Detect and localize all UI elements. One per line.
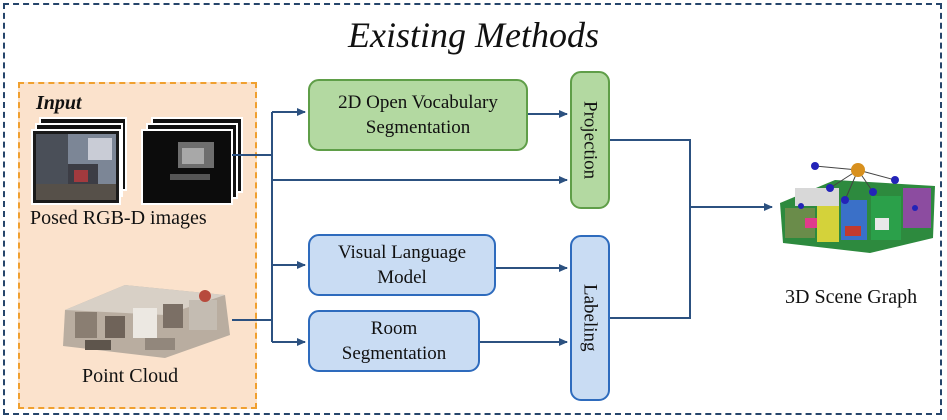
rgbd-images-icon [31, 117, 243, 205]
open-vocabulary-segmentation-label: 2D Open Vocabulary Segmentation [338, 92, 498, 138]
diagram-title: Existing Methods [348, 15, 599, 55]
existing-methods-frame [3, 3, 942, 415]
scene-graph-icon [780, 162, 935, 253]
visual-language-model-box: Visual Language Model [308, 234, 496, 296]
room-segmentation-box: Room Segmentation [308, 310, 480, 372]
projection-box: Projection [570, 71, 610, 209]
point-cloud-caption: Point Cloud [82, 365, 179, 387]
labeling-box: Labeling [570, 235, 610, 401]
room-segmentation-label: Room Segmentation [341, 318, 447, 364]
scene-graph-caption: 3D Scene Graph [785, 286, 918, 308]
rgbd-caption: Posed RGB-D images [30, 207, 207, 229]
point-cloud-icon [63, 285, 230, 358]
projection-label: Projection [579, 100, 601, 180]
labeling-label: Labeling [579, 284, 601, 352]
open-vocabulary-segmentation-box: 2D Open Vocabulary Segmentation [308, 79, 528, 151]
visual-language-model-label: Visual Language Model [337, 242, 467, 288]
input-label: Input [36, 92, 82, 114]
